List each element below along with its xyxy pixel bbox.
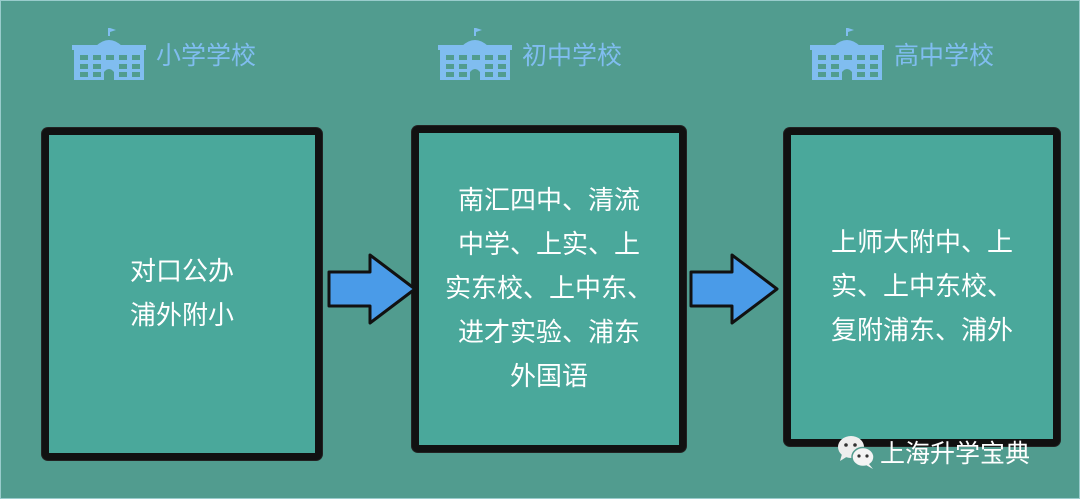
box-line: 实、上中东校、 — [830, 272, 1013, 302]
header-high: 高中学校 — [808, 28, 994, 80]
column-title: 小学学校 — [156, 41, 257, 70]
column-title: 初中学校 — [522, 41, 623, 70]
arrow-right-icon — [689, 253, 779, 325]
arrow-right-icon — [327, 253, 417, 325]
box-line: 进才实验、浦东 — [457, 318, 640, 348]
middle-school-box: 南汇四中、清流 中学、上实、上 实东校、上中东、 进才实验、浦东 外国语 — [412, 126, 686, 452]
wechat-icon — [838, 436, 875, 469]
box-line: 中学、上实、上 — [457, 230, 640, 260]
header-primary: 小学学校 — [70, 28, 256, 80]
box-line: 浦外附小 — [129, 301, 234, 331]
watermark-text: 上海升学宝典 — [880, 439, 1031, 468]
box-line: 复附浦东、浦外 — [830, 316, 1013, 346]
primary-school-box: 对口公办 浦外附小 — [42, 128, 322, 460]
column-title: 高中学校 — [894, 41, 995, 70]
box-line: 外国语 — [509, 362, 588, 392]
box-line: 实东校、上中东、 — [444, 274, 653, 304]
high-school-box: 上师大附中、上 实、上中东校、 复附浦东、浦外 — [784, 128, 1060, 446]
box-line: 上师大附中、上 — [830, 228, 1013, 258]
school-building-icon — [72, 28, 146, 80]
header-middle: 初中学校 — [436, 28, 622, 80]
school-building-icon — [438, 28, 512, 80]
box-line: 对口公办 — [129, 257, 234, 287]
school-building-icon — [810, 28, 884, 80]
watermark: 上海升学宝典 — [836, 434, 1030, 470]
box-line: 南汇四中、清流 — [457, 186, 640, 216]
